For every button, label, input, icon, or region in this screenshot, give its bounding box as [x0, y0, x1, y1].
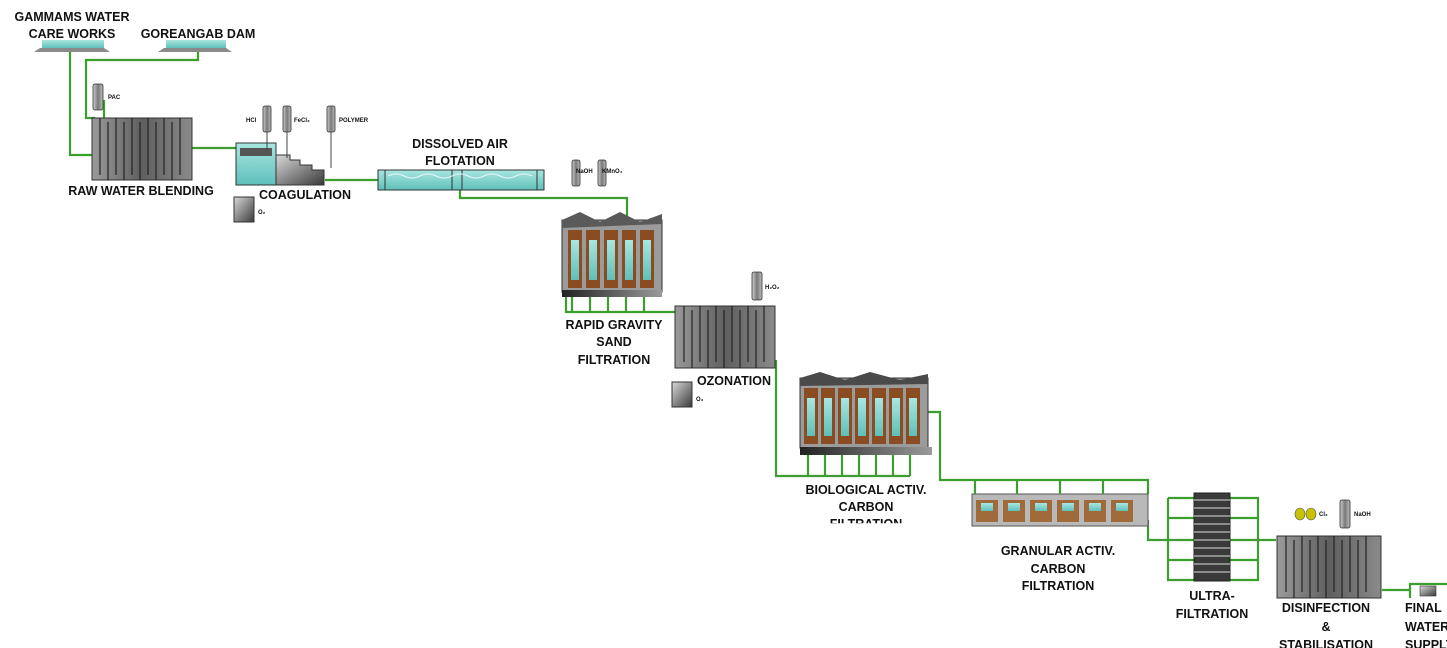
pac-label: PAC	[108, 95, 121, 101]
pipe-ozonation-to-bac	[774, 360, 805, 478]
chlorine-cylinder-2	[1305, 507, 1317, 521]
goreangab-label: GOREANGAB DAM	[141, 27, 256, 41]
bac-top	[800, 372, 928, 386]
rgsf-label-line2: SAND	[596, 335, 631, 349]
o3-label: O₃	[696, 397, 704, 403]
disinfection-unit	[1276, 499, 1382, 599]
gac-unit	[971, 480, 1149, 527]
rgsf-cells	[568, 230, 654, 288]
gac-label-line1: GRANULAR ACTIV.	[1001, 544, 1115, 558]
final-supply-pump	[1419, 585, 1437, 597]
bac-label-line1: BIOLOGICAL ACTIV.	[805, 483, 926, 497]
naoh-dosing-tank-2	[1339, 499, 1351, 529]
disinfection-label-line1: DISINFECTION	[1282, 601, 1370, 615]
pac-dosing-tank	[92, 83, 104, 111]
hcl-dosing-tank	[262, 105, 272, 133]
gac-label-line2: CARBON	[1031, 562, 1086, 576]
pipe-network	[68, 52, 1410, 592]
h2o2-dosing-tank	[751, 271, 763, 301]
gac-cells	[976, 500, 1133, 522]
rgsf-label-line1: RAPID GRAVITY	[566, 318, 664, 332]
raw-water-blending-label: RAW WATER BLENDING	[68, 184, 214, 198]
gammams-label-line1: GAMMAMS WATER	[14, 10, 129, 24]
rgsf-top	[562, 212, 662, 228]
chlorine-cylinder-1	[1294, 507, 1306, 521]
pipe-bac-to-gac	[928, 410, 1150, 494]
bac-base	[800, 447, 932, 455]
naoh-dosing-tank-1	[571, 159, 581, 187]
kmno4-dosing-tank	[597, 159, 607, 187]
coagulation-o2-label: O₂	[258, 210, 266, 216]
ozonation-unit	[671, 271, 776, 408]
pipe-rgsf-to-ozonation	[564, 296, 675, 314]
disinfection-label-line3: STABILISATION	[1279, 638, 1373, 648]
raw-water-blending-tank	[91, 83, 193, 181]
coagulation-cascade	[275, 154, 325, 186]
gammams-reservoir-water	[42, 40, 104, 48]
gammams-reservoir-base	[34, 48, 110, 52]
naoh-label-2: NaOH	[1354, 512, 1371, 518]
blending-tank-body	[91, 117, 193, 181]
naoh-label-1: NaOH	[576, 169, 593, 175]
source-gammams	[34, 40, 110, 52]
pipe-gac-to-uf	[1146, 520, 1168, 542]
polymer-label: POLYMER	[339, 118, 369, 124]
ozone-generator-box	[671, 381, 693, 408]
ozonation-tank-body	[674, 305, 776, 369]
uf-label-line2: FILTRATION	[1176, 607, 1248, 621]
pipe-gammams-to-blending	[68, 52, 95, 157]
final-label-line2: WATER	[1405, 620, 1447, 634]
final-label-line3: SUPPLY	[1405, 638, 1447, 648]
polymer-dosing-tank	[326, 105, 336, 133]
rgsf-unit	[561, 159, 663, 312]
uf-membrane-stack	[1193, 492, 1231, 582]
coagulation-unit	[233, 105, 336, 223]
daf-label-line1: DISSOLVED AIR	[412, 137, 508, 151]
pipe-goreangab-to-blending	[84, 52, 200, 120]
h2o2-label: H₂O₂	[765, 285, 780, 291]
uf-unit	[1166, 492, 1260, 582]
cl2-label: Cl₂	[1319, 512, 1328, 518]
daf-tank	[377, 169, 545, 191]
daf-unit	[377, 169, 545, 191]
gammams-label-line2: CARE WORKS	[29, 27, 116, 41]
daf-label-line2: FLOTATION	[425, 154, 495, 168]
final-label-line1: FINAL	[1405, 601, 1442, 615]
final-supply-unit	[1408, 582, 1447, 598]
bac-label-line2: CARBON	[839, 500, 894, 514]
bac-cells	[804, 388, 920, 444]
fecl3-dosing-tank	[282, 105, 292, 133]
disinfection-label-line2: &	[1321, 620, 1330, 634]
gac-label-line3: FILTRATION	[1022, 579, 1094, 593]
hcl-label: HCl	[246, 118, 257, 124]
fecl3-label: FeCl₃	[294, 118, 310, 124]
goreangab-reservoir-base	[158, 48, 232, 52]
bac-unit	[799, 372, 932, 478]
uf-label-line1: ULTRA-	[1189, 589, 1235, 603]
oxygen-generator-box	[233, 196, 255, 223]
coagulation-label: COAGULATION	[259, 188, 351, 202]
goreangab-reservoir-water	[166, 40, 226, 48]
pipe-daf-to-rgsf	[458, 190, 629, 218]
bac-label-line3: FILTRATION	[830, 517, 902, 531]
rgsf-label-line3: FILTRATION	[578, 353, 650, 367]
coagulation-mixer	[240, 148, 272, 156]
ozonation-label: OZONATION	[697, 374, 771, 388]
source-goreangab	[158, 40, 232, 52]
kmno4-label: KMnO₄	[602, 169, 623, 175]
rgsf-base	[562, 290, 662, 297]
